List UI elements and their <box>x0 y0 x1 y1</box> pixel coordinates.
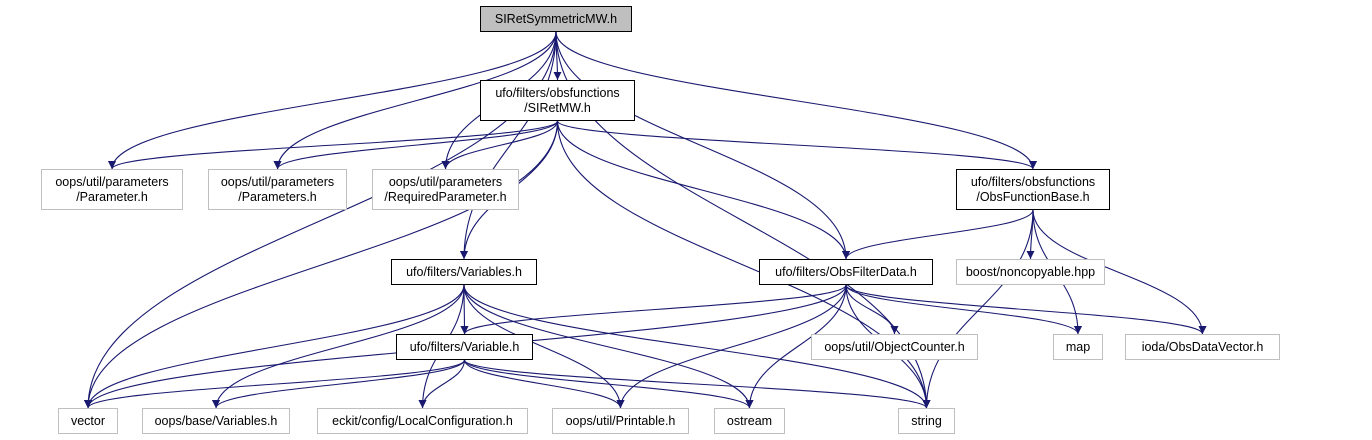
edge-siretmw-to-vector <box>84 120 559 409</box>
node-localconfig: eckit/config/LocalConfiguration.h <box>317 408 528 434</box>
node-noncopyable: boost/noncopyable.hpp <box>956 259 1105 285</box>
edge-obsfilterdata-to-map <box>845 284 1082 335</box>
node-requiredparam: oops/util/parameters /RequiredParameter.… <box>372 169 519 210</box>
edge-obsfilterdata-to-ostream <box>745 284 847 409</box>
node-string: string <box>898 408 955 434</box>
node-printable: oops/util/Printable.h <box>552 408 689 434</box>
edge-variable-to-printable <box>463 359 625 409</box>
edge-root-to-variables <box>460 31 557 260</box>
edge-obsfilterdata-to-variable <box>460 284 847 335</box>
edge-obsfuncbase-to-obsdatavector <box>1032 209 1207 335</box>
edge-root-to-obsfilterdata <box>555 31 850 260</box>
edge-obsfilterdata-to-obsdatavector <box>845 284 1207 335</box>
edge-variable-to-string <box>463 359 931 409</box>
node-map: map <box>1053 334 1103 360</box>
node-parameter: oops/util/parameters /Parameter.h <box>41 169 183 210</box>
edge-root-to-obsfuncbase <box>555 31 1037 170</box>
edge-root-to-parameters <box>273 31 557 170</box>
edge-obsfilterdata-to-printable <box>616 284 847 409</box>
node-siretmw[interactable]: ufo/filters/obsfunctions /SIRetMW.h <box>480 80 635 121</box>
edge-obsfuncbase-to-string <box>922 209 1034 409</box>
node-oopsvariables: oops/base/Variables.h <box>142 408 290 434</box>
edge-variables-to-printable <box>463 284 625 409</box>
edge-variables-to-vector <box>84 284 465 409</box>
node-parameters: oops/util/parameters /Parameters.h <box>208 169 347 210</box>
node-vector: vector <box>58 408 118 434</box>
node-obsfuncbase[interactable]: ufo/filters/obsfunctions /ObsFunctionBas… <box>956 169 1110 210</box>
node-variables[interactable]: ufo/filters/Variables.h <box>391 259 537 285</box>
edge-variable-to-localconfig <box>418 359 466 409</box>
node-ostream: ostream <box>714 408 785 434</box>
edge-siretmw-to-parameter <box>108 120 559 170</box>
edge-variables-to-ostream <box>463 284 754 409</box>
edge-obsfuncbase-to-obsfilterdata <box>842 209 1034 260</box>
node-obsdatavector: ioda/ObsDataVector.h <box>1125 334 1280 360</box>
edge-siretmw-to-parameters <box>273 120 559 170</box>
edge-siretmw-to-obsfuncbase <box>556 120 1037 170</box>
edge-obsfilterdata-to-objectcounter <box>845 284 899 335</box>
node-objectcounter: oops/util/ObjectCounter.h <box>811 334 978 360</box>
node-obsfilterdata[interactable]: ufo/filters/ObsFilterData.h <box>759 259 933 285</box>
edge-variables-to-oopsvariables <box>212 284 465 409</box>
edge-variable-to-oopsvariables <box>212 359 466 409</box>
node-root[interactable]: SIRetSymmetricMW.h <box>480 6 632 32</box>
edge-variable-to-vector <box>84 359 466 409</box>
node-variable[interactable]: ufo/filters/Variable.h <box>396 334 533 360</box>
edge-siretmw-to-requiredparam <box>441 120 559 170</box>
edge-root-to-parameter <box>108 31 557 170</box>
edge-variable-to-ostream <box>463 359 754 409</box>
edge-siretmw-to-obsfilterdata <box>556 120 850 260</box>
edge-variables-to-string <box>463 284 931 409</box>
